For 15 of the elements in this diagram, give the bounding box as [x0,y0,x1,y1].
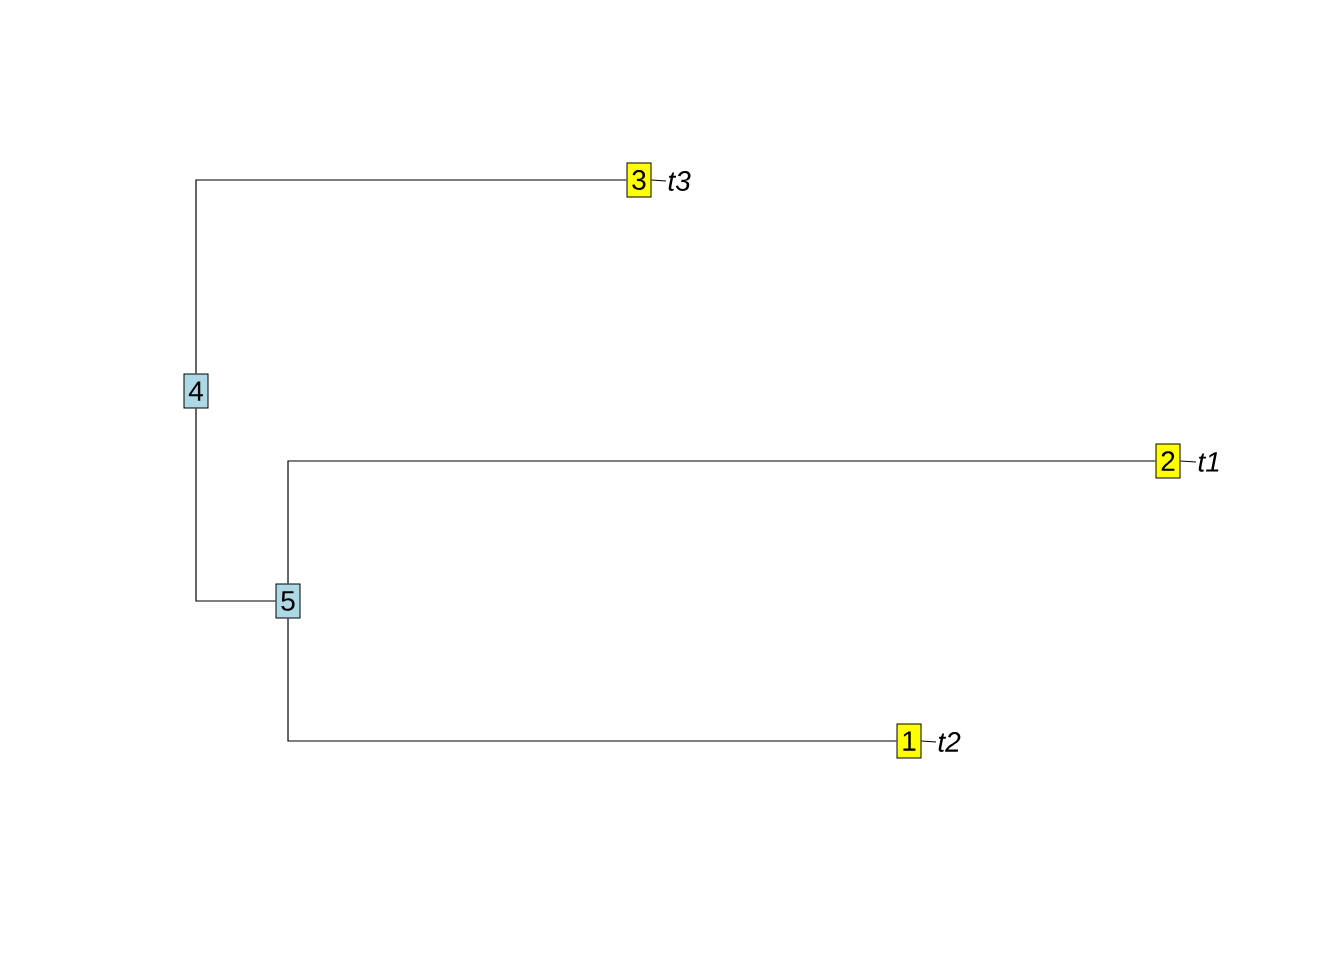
node-box: 3 [626,162,652,198]
node-box: 5 [275,583,301,619]
tree-branch [287,460,1157,585]
tree-branch [287,617,898,742]
tip-connector [650,179,667,182]
tip-label: t2 [938,732,961,752]
node-box: 1 [896,723,922,759]
tip-connector [920,740,937,743]
node-box: 4 [183,373,209,409]
tree-branch [195,407,277,602]
tree-branch [195,179,628,375]
tip-connector [1179,460,1197,463]
node-box: 2 [1155,443,1181,479]
tip-label: t3 [668,171,691,191]
tip-label: t1 [1198,452,1219,472]
